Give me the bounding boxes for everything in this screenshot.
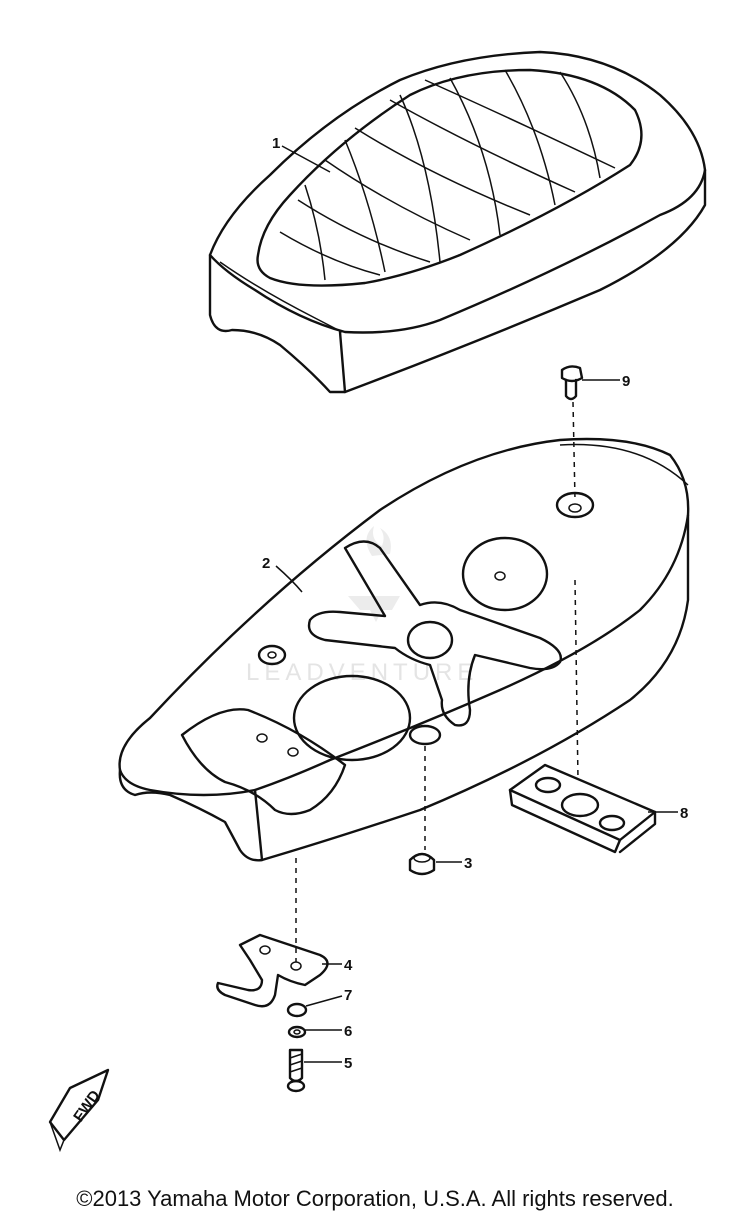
callout-8: 8 (680, 805, 688, 822)
bracket-part-8: 8 (508, 763, 688, 854)
seat-base-part-2 (118, 437, 690, 862)
callout-5: 5 (344, 1055, 352, 1072)
callout-4: 4 (344, 957, 353, 974)
hook-bracket-part-4: 4 (216, 933, 353, 1008)
callout-1-group: 1 (272, 135, 331, 173)
callout-9: 9 (622, 373, 630, 390)
callout-6: 6 (344, 1023, 352, 1040)
damper-part-3: 3 (408, 852, 472, 876)
callout-7: 7 (344, 987, 352, 1004)
watermark-text: LEADVENTURE (246, 659, 478, 686)
callout-2: 2 (262, 555, 270, 572)
fwd-arrow-icon: FWD (48, 1068, 110, 1153)
bolt-part-9: 9 (560, 365, 630, 401)
screw-part-5: 5 (286, 1048, 352, 1093)
callout-3: 3 (464, 855, 472, 872)
washer-part-7: 7 (286, 987, 352, 1018)
callout-2-group: 2 (262, 555, 303, 593)
copyright-text: ©2013 Yamaha Motor Corporation, U.S.A. A… (76, 1186, 674, 1211)
callout-1: 1 (272, 135, 280, 152)
fwd-label: FWD (70, 1087, 104, 1125)
seat-part-1 (208, 50, 707, 394)
washer-part-6: 6 (287, 1023, 352, 1040)
